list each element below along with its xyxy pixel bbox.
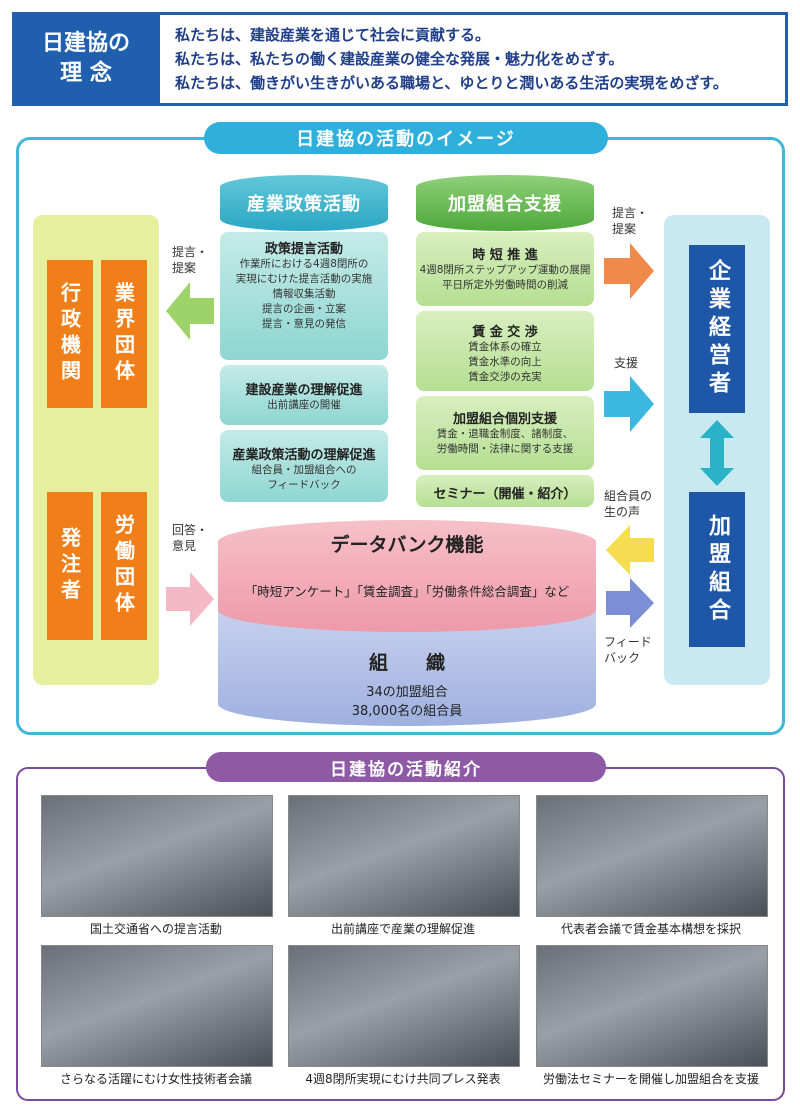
- activity-title: 日建協の活動のイメージ: [204, 122, 608, 154]
- photo-mlit-proposal: [41, 795, 273, 917]
- union-section-title: セミナー（開催・紹介）: [433, 487, 577, 502]
- union-line: 平日所定外労働時間の削減: [442, 279, 568, 291]
- note-support: 支援: [614, 356, 639, 370]
- databank-text: 「時短アンケート」「賃金調査」「労働条件総合調査」など: [244, 584, 570, 599]
- org-member-unions: 加盟組合: [689, 492, 745, 647]
- caption: 出前講座で産業の理解促進: [330, 922, 475, 936]
- policy-section-proposal: 政策提言活動 作業所における4週8閉所の 実現にむけた提言活動の実施 情報収集活…: [220, 232, 388, 360]
- policy-section-title: 建設産業の理解促進: [245, 383, 363, 398]
- arrow-left-green-icon: [166, 282, 214, 340]
- union-line: 労働時間・法律に関する支援: [436, 443, 574, 455]
- union-line: 賃金交渉の充実: [468, 371, 542, 383]
- union-section-seminar: セミナー（開催・紹介）: [416, 475, 594, 507]
- org-government: 行政機関: [47, 260, 93, 408]
- note-member-voice: 組合員の 生の声: [604, 489, 653, 519]
- photo-outreach-lecture: [288, 795, 520, 917]
- org-orderer: 発注者: [47, 492, 93, 640]
- union-section-title: 賃 金 交 渉: [472, 325, 538, 340]
- org-management: 企業経営者: [689, 245, 745, 413]
- policy-section-understanding: 建設産業の理解促進 出前講座の開催: [220, 365, 388, 425]
- caption: さらなる活躍にむけ女性技術者会議: [59, 1072, 252, 1086]
- policy-section-title: 政策提言活動: [264, 242, 343, 257]
- arrow-left-yellow-icon: [606, 525, 654, 575]
- databank-title: データバンク機能: [330, 534, 484, 556]
- policy-line: 実現にむけた提言活動の実施: [235, 273, 373, 285]
- union-header: 加盟組合支援: [416, 175, 594, 231]
- union-section-wage: 賃 金 交 渉 賃金体系の確立 賃金水準の向上 賃金交渉の充実: [416, 311, 594, 391]
- organization-unions: 34の加盟組合: [366, 685, 448, 700]
- caption: 国土交通省への提言活動: [89, 922, 222, 936]
- arrow-right-blue-icon: [606, 578, 654, 628]
- photo-women-engineers: [41, 945, 273, 1067]
- arrow-right-orange-icon: [604, 243, 654, 299]
- org-labor: 労働団体: [101, 492, 147, 640]
- organization-title: 組 織: [368, 652, 445, 674]
- arrow-right-pink-icon: [166, 572, 214, 626]
- note-feedback: フィード バック: [604, 635, 652, 665]
- philosophy-line-2: 私たちは、私たちの働く建設産業の健全な発展・魅力化をめざす。: [175, 50, 624, 68]
- policy-line: 組合員・加盟組合への: [251, 464, 357, 476]
- note-left-answer: 回答・ 意見: [172, 523, 209, 553]
- policy-line: 出前講座の開催: [267, 399, 341, 411]
- photo-representative-meeting: [536, 795, 768, 917]
- photo-labor-law-seminar: [536, 945, 768, 1067]
- note-left-proposal: 提言・ 提案: [172, 245, 209, 275]
- organization-members: 38,000名の組合員: [351, 704, 463, 719]
- policy-line: フィードバック: [267, 479, 341, 491]
- union-section-title: 時 短 推 進: [472, 248, 538, 263]
- union-section-title: 加盟組合個別支援: [452, 412, 557, 427]
- policy-line: 提言・意見の発信: [262, 318, 346, 330]
- union-section-hours: 時 短 推 進 4週8閉所ステップアップ運動の展開 平日所定外労働時間の削減: [416, 232, 594, 306]
- policy-section-title: 産業政策活動の理解促進: [232, 448, 376, 463]
- arrow-right-cyan-icon: [604, 376, 654, 432]
- caption: 代表者会議で賃金基本構想を採択: [560, 922, 741, 936]
- policy-header: 産業政策活動: [220, 175, 388, 231]
- union-section-individual: 加盟組合個別支援 賃金・退職金制度、諸制度、 労働時間・法律に関する支援: [416, 396, 594, 470]
- philosophy-line-1: 私たちは、建設産業を通じて社会に貢献する。: [175, 26, 491, 44]
- double-arrow-icon: [700, 420, 734, 486]
- caption: 4週8閉所実現にむけ共同プレス発表: [305, 1072, 501, 1086]
- union-line: 4週8閉所ステップアップ運動の展開: [419, 264, 591, 276]
- caption: 労働法セミナーを開催し加盟組合を支援: [542, 1072, 759, 1086]
- union-line: 賃金体系の確立: [468, 341, 542, 353]
- policy-line: 情報収集活動: [272, 288, 336, 300]
- policy-line: 作業所における4週8閉所の: [239, 258, 369, 270]
- union-line: 賃金・退職金制度、諸制度、: [436, 428, 574, 440]
- note-right-proposal: 提言・ 提案: [612, 206, 649, 236]
- policy-line: 提言の企画・立案: [262, 303, 346, 315]
- union-line: 賃金水準の向上: [468, 356, 542, 368]
- philosophy-line-3: 私たちは、働きがい生きがいある職場と、ゆとりと潤いある生活の実現をめざす。: [175, 74, 728, 92]
- databank-cylinder: データバンク機能 「時短アンケート」「賃金調査」「労働条件総合調査」など: [218, 520, 596, 632]
- org-industry: 業界団体: [101, 260, 147, 408]
- intro-title: 日建協の活動紹介: [206, 752, 606, 782]
- policy-section-feedback: 産業政策活動の理解促進 組合員・加盟組合への フィードバック: [220, 430, 388, 502]
- photo-press-conference: [288, 945, 520, 1067]
- philosophy-label: 日建協の理 念: [12, 12, 160, 106]
